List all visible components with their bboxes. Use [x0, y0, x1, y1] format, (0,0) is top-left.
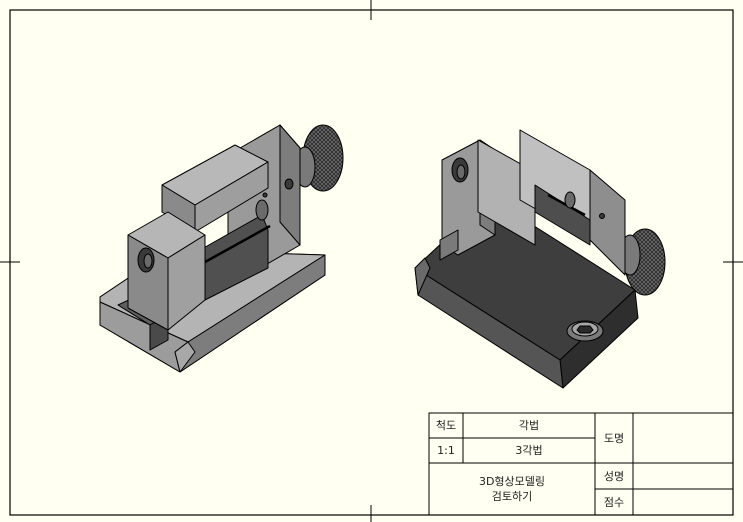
isometric-view-rear — [414, 129, 666, 389]
title-block-grid — [428, 412, 734, 516]
projection-label: 각법 — [518, 419, 540, 432]
scale-label: 척도 — [435, 419, 457, 432]
name-value — [633, 463, 733, 489]
score-label: 점수 — [603, 495, 625, 509]
score-value — [633, 489, 733, 515]
drawing-title: 3D형상모델링 검토하기 — [478, 475, 546, 503]
projection-value: 3각법 — [515, 444, 543, 457]
name-label: 성명 — [603, 469, 625, 483]
scale-value: 1:1 — [437, 444, 455, 457]
isometric-view-front — [99, 124, 344, 373]
drawing-name-value — [633, 413, 733, 463]
drawing-name-label: 도명 — [603, 431, 625, 445]
